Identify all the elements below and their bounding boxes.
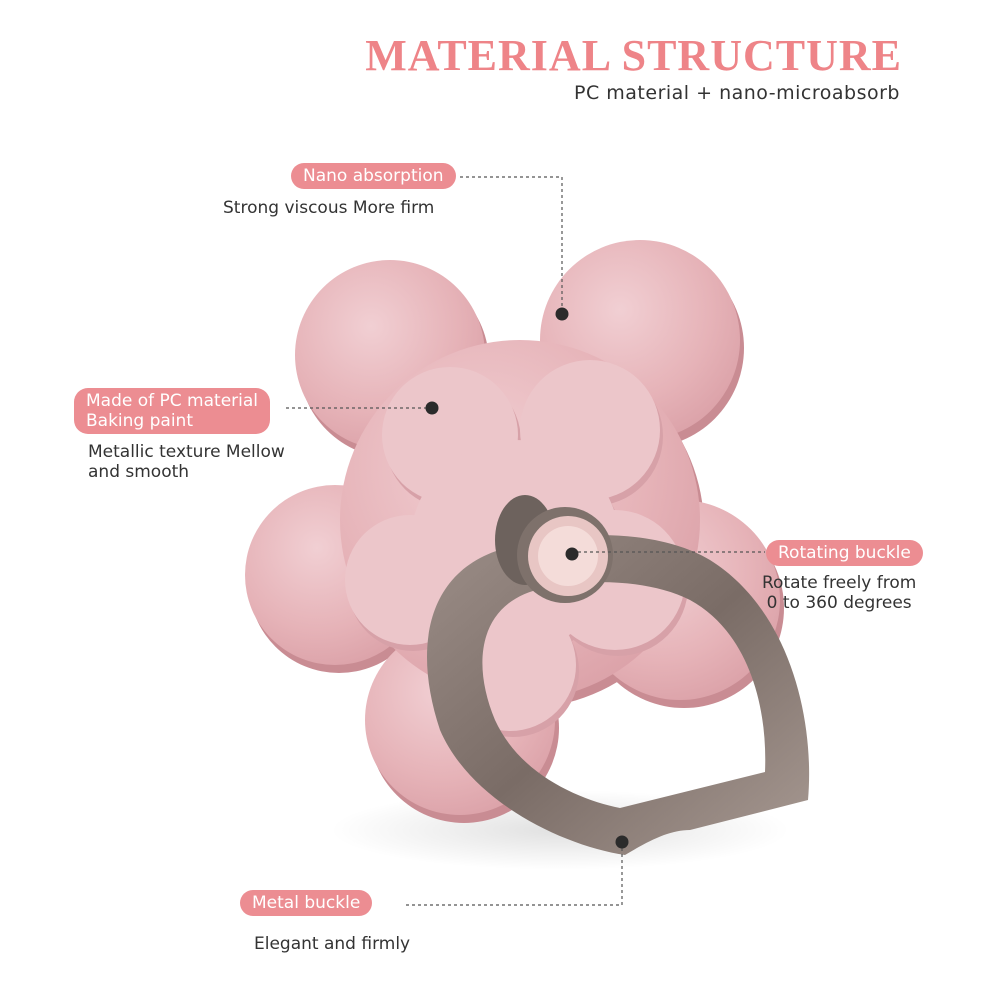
leader-lines — [286, 176, 765, 906]
rotating-buckle-desc: Rotate freely from 0 to 360 degrees — [762, 573, 917, 613]
page-subtitle: PC material + nano-microabsorb — [574, 82, 900, 104]
leader-dots — [425, 307, 629, 849]
pc-material-label: Made of PC material Baking paint — [74, 388, 271, 434]
metal-buckle-label: Metal buckle — [240, 890, 373, 916]
nano-absorption-label: Nano absorption — [291, 163, 456, 189]
pc-material-desc: Metallic texture Mellow and smooth — [88, 442, 285, 482]
rotating-buckle-label: Rotating buckle — [766, 540, 923, 566]
nano-absorption-desc: Strong viscous More firm — [223, 198, 435, 218]
page-title: MATERIAL STRUCTURE — [365, 31, 902, 80]
metal-buckle-desc: Elegant and firmly — [254, 934, 411, 954]
metal-ring — [426, 535, 810, 855]
